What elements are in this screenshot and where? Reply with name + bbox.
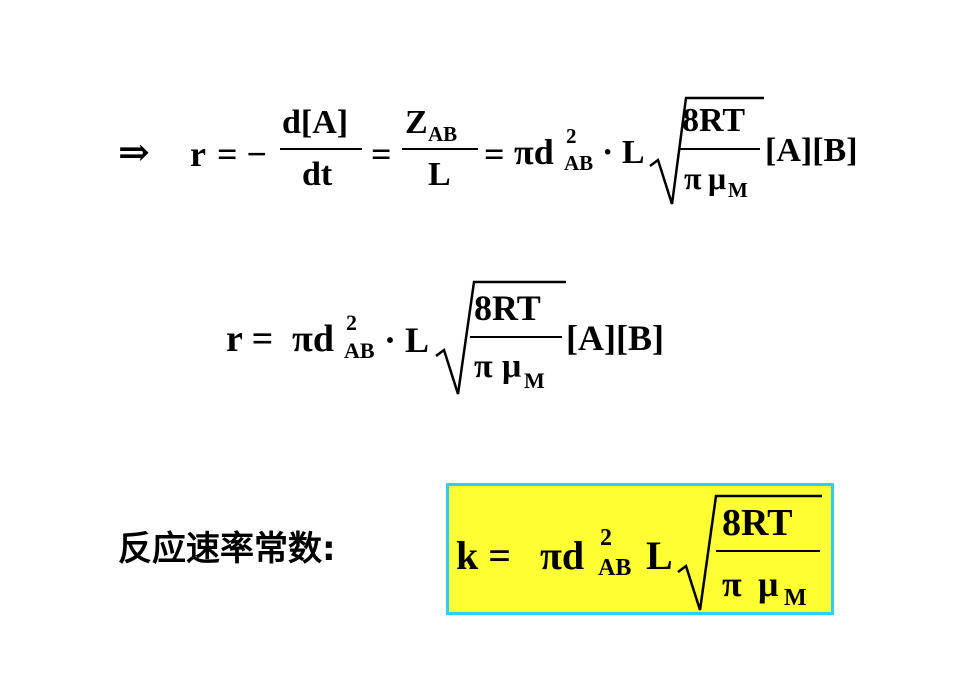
subscript-M: M	[524, 368, 545, 393]
rate-lhs: r =	[226, 318, 274, 360]
fraction-numerator-Z: Z	[405, 104, 428, 141]
fraction-bar	[716, 550, 820, 552]
fraction-numerator-dA: d[A]	[282, 104, 349, 141]
root-numerator: 8RT	[722, 502, 793, 544]
square-root-icon	[435, 280, 566, 395]
rate-constant-label: 反应速率常数:	[118, 529, 336, 569]
superscript-2: 2	[566, 124, 577, 148]
implies-arrow: ⇒	[118, 132, 150, 174]
subscript-AB: AB	[428, 122, 458, 146]
root-den-pi: π	[684, 160, 702, 196]
rate-symbol: r	[190, 134, 206, 174]
superscript-2: 2	[346, 310, 357, 335]
concentrations: [A][B]	[566, 318, 664, 358]
concentrations: [A][B]	[765, 132, 858, 169]
rate-constant-lhs: k =	[456, 533, 512, 578]
fraction-denominator-dt: dt	[302, 156, 333, 193]
subscript-M: M	[728, 178, 748, 202]
equals-sign: =	[484, 134, 505, 174]
root-den-mu: μ	[708, 160, 727, 196]
subscript-M: M	[784, 585, 807, 611]
root-den-pi: π	[722, 564, 742, 604]
root-den-pi: π	[474, 348, 493, 385]
square-root-icon	[677, 494, 822, 611]
subscript-AB: AB	[598, 555, 632, 581]
fraction-denominator-L: L	[428, 156, 451, 193]
highlight-box	[446, 483, 834, 615]
fraction-bar	[680, 148, 760, 150]
root-den-mu: μ	[758, 564, 779, 604]
dot-L: · L	[602, 134, 645, 171]
root-den-mu: μ	[502, 348, 522, 385]
pi-d: πd	[540, 533, 585, 578]
length-L: L	[646, 533, 673, 578]
superscript-2: 2	[600, 525, 612, 551]
equals-sign: =	[371, 134, 392, 174]
fraction-bar	[470, 336, 562, 338]
root-numerator: 8RT	[474, 288, 541, 328]
root-numerator: 8RT	[682, 102, 746, 139]
subscript-AB: AB	[344, 338, 375, 363]
dot-L: · L	[384, 320, 430, 360]
square-root-icon	[649, 96, 764, 205]
subscript-AB: AB	[564, 151, 594, 175]
pi-d: πd	[292, 318, 334, 360]
equals-minus: = −	[217, 134, 268, 174]
fraction-bar	[402, 148, 478, 150]
pi-d: πd	[514, 132, 554, 172]
fraction-bar	[280, 148, 362, 150]
